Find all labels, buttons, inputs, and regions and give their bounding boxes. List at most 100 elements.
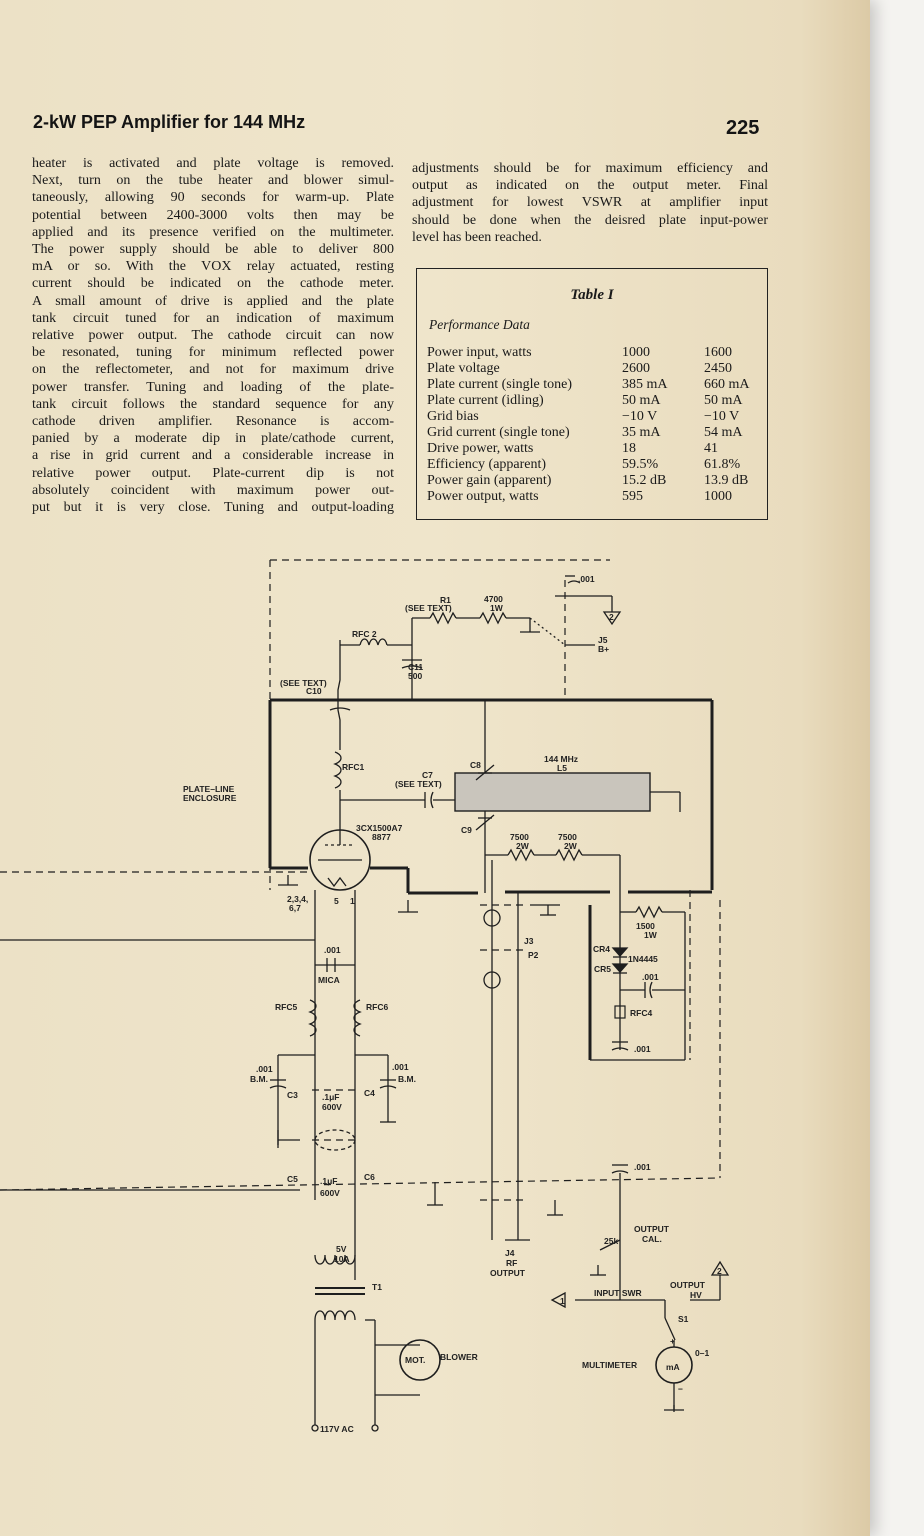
blower-motor	[399, 1339, 441, 1381]
label-r7500b: 7500	[558, 832, 577, 842]
table-cell: 54 mA	[704, 425, 743, 440]
label-enclosure: ENCLOSURE	[183, 793, 237, 803]
text-line: A small amount of drive is applied and t…	[32, 293, 394, 309]
table-cell: 595	[622, 489, 643, 504]
label-rfc1: RFC1	[342, 762, 364, 772]
table-cell: 1600	[704, 345, 732, 360]
label-j4: J4	[505, 1248, 515, 1258]
text-line: adjustments should be for maximum effici…	[412, 161, 768, 176]
label-bm-left: B.M.	[250, 1074, 268, 1084]
right-text-column: adjustments should be for maximum effici…	[412, 160, 768, 246]
label-pins-a: 2,3,4,	[287, 894, 308, 904]
table-cell: 385 mA	[622, 377, 668, 392]
rfc1-coil	[333, 751, 342, 789]
rfc5-coil	[308, 999, 317, 1037]
label-c6: C6	[364, 1172, 375, 1182]
label-pins-b: 6,7	[289, 903, 301, 913]
table-cell: 2600	[622, 361, 650, 376]
label-multimeter: MULTIMETER	[582, 1360, 637, 1370]
text-line: mA or so. With the VOX relay actuated, r…	[32, 259, 394, 275]
label-blower: BLOWER	[440, 1352, 478, 1362]
label-l5: L5	[557, 763, 567, 773]
table-cell: 50 mA	[704, 393, 743, 408]
text-line: The power supply should be able to deliv…	[32, 242, 394, 258]
label-mot: MOT.	[405, 1355, 425, 1365]
text-line: applied and its presence verified on the…	[32, 224, 394, 240]
label-c001-bm-right: .001	[392, 1062, 409, 1072]
tube-3cx1500a7	[309, 800, 371, 891]
text-line: put but it is very close. Tuning and out…	[32, 500, 394, 516]
table-cell: 61.8%	[704, 457, 741, 472]
label-c11: C11	[408, 662, 423, 672]
text-line: on the reflectometer, and not for maximu…	[32, 362, 394, 378]
label-c11-val: 500	[408, 671, 422, 681]
label-output-hv: OUTPUT	[670, 1280, 706, 1290]
label-r1: R1	[440, 595, 451, 605]
label-c001-out: .001	[634, 1162, 651, 1172]
table-cell: Efficiency (apparent)	[427, 457, 547, 472]
label-c001-mica: .001	[324, 945, 341, 955]
label-plus: +	[670, 1336, 675, 1346]
label-tube-alt: 8877	[372, 832, 391, 842]
table-cell: 660 mA	[704, 377, 750, 392]
label-cr4: CR4	[593, 944, 610, 954]
table-cell: Grid current (single tone)	[427, 425, 570, 440]
label-r1-note: (SEE TEXT)	[405, 603, 452, 613]
label-c8: C8	[470, 760, 481, 770]
page-number: 225	[726, 117, 760, 139]
label-tri1: 1	[560, 1296, 565, 1306]
rfc6-coil	[353, 999, 362, 1037]
text-line: be resonated, tuning for minimum reflect…	[32, 345, 394, 361]
label-cr4-type: 1N4445	[628, 954, 658, 964]
label-rfc4: RFC4	[630, 1008, 652, 1018]
table-cell: 41	[704, 441, 718, 456]
label-j4-rf: RF	[506, 1258, 517, 1268]
label-c001-top: .001	[578, 574, 595, 584]
label-c001-cr: .001	[642, 972, 659, 982]
label-r7500a-w: 2W	[516, 841, 530, 851]
label-j4-output: OUTPUT	[490, 1268, 526, 1278]
table-cell: Plate voltage	[427, 361, 500, 376]
label-output-cal-2: CAL.	[642, 1234, 662, 1244]
table-subtitle: Performance Data	[429, 317, 530, 332]
label-xfmr-a: 10A	[334, 1254, 350, 1264]
text-line: relative power output. The cathode circu…	[32, 328, 394, 344]
label-tri2b: 2	[717, 1266, 722, 1276]
text-line: output as indicated on the output meter.…	[412, 178, 768, 194]
text-line: adjustment for lowest VSWR at amplifier …	[412, 195, 768, 211]
label-j3: J3	[524, 936, 534, 946]
label-c600v-a: 600V	[322, 1102, 342, 1112]
text-line: potential between 2400-3000 volts then m…	[32, 207, 394, 223]
label-pin1: 1	[350, 896, 355, 906]
r1-resistor	[429, 611, 457, 625]
label-c5: C5	[287, 1174, 298, 1184]
table-row: Efficiency (apparent)59.5%61.8%	[427, 457, 764, 473]
label-c7: C7	[422, 770, 433, 780]
label-c001-bm-left: .001	[256, 1064, 273, 1074]
table-cell: −10 V	[704, 409, 740, 424]
table-cell: 15.2 dB	[622, 473, 667, 488]
label-l5-freq: 144 MHz	[544, 754, 578, 764]
label-meter-range: 0–1	[695, 1348, 709, 1358]
text-line: absolutely coincident with maximum power…	[32, 482, 394, 498]
text-line: taneously, allowing 90 seconds for warm-…	[32, 190, 394, 206]
label-c1uf-b: .1μF	[320, 1176, 337, 1186]
text-line: current should be indicated on the catho…	[32, 276, 394, 292]
book-page: 2-kW PEP Amplifier for 144 MHz 225 heate…	[0, 0, 870, 1536]
label-pin5: 5	[334, 896, 339, 906]
label-c001-rfc4: .001	[634, 1044, 651, 1054]
label-c4: C4	[364, 1088, 375, 1098]
label-c1uf-a: .1μF	[322, 1092, 339, 1102]
label-xfmr-v: 5V	[336, 1244, 347, 1254]
label-r4700: 4700	[484, 594, 503, 604]
label-rfc2: RFC 2	[352, 629, 377, 639]
text-line: panied by a moderate dip in plate/cathod…	[32, 431, 394, 447]
table-cell: Plate current (idling)	[427, 393, 544, 408]
table-cell: 1000	[622, 345, 650, 360]
